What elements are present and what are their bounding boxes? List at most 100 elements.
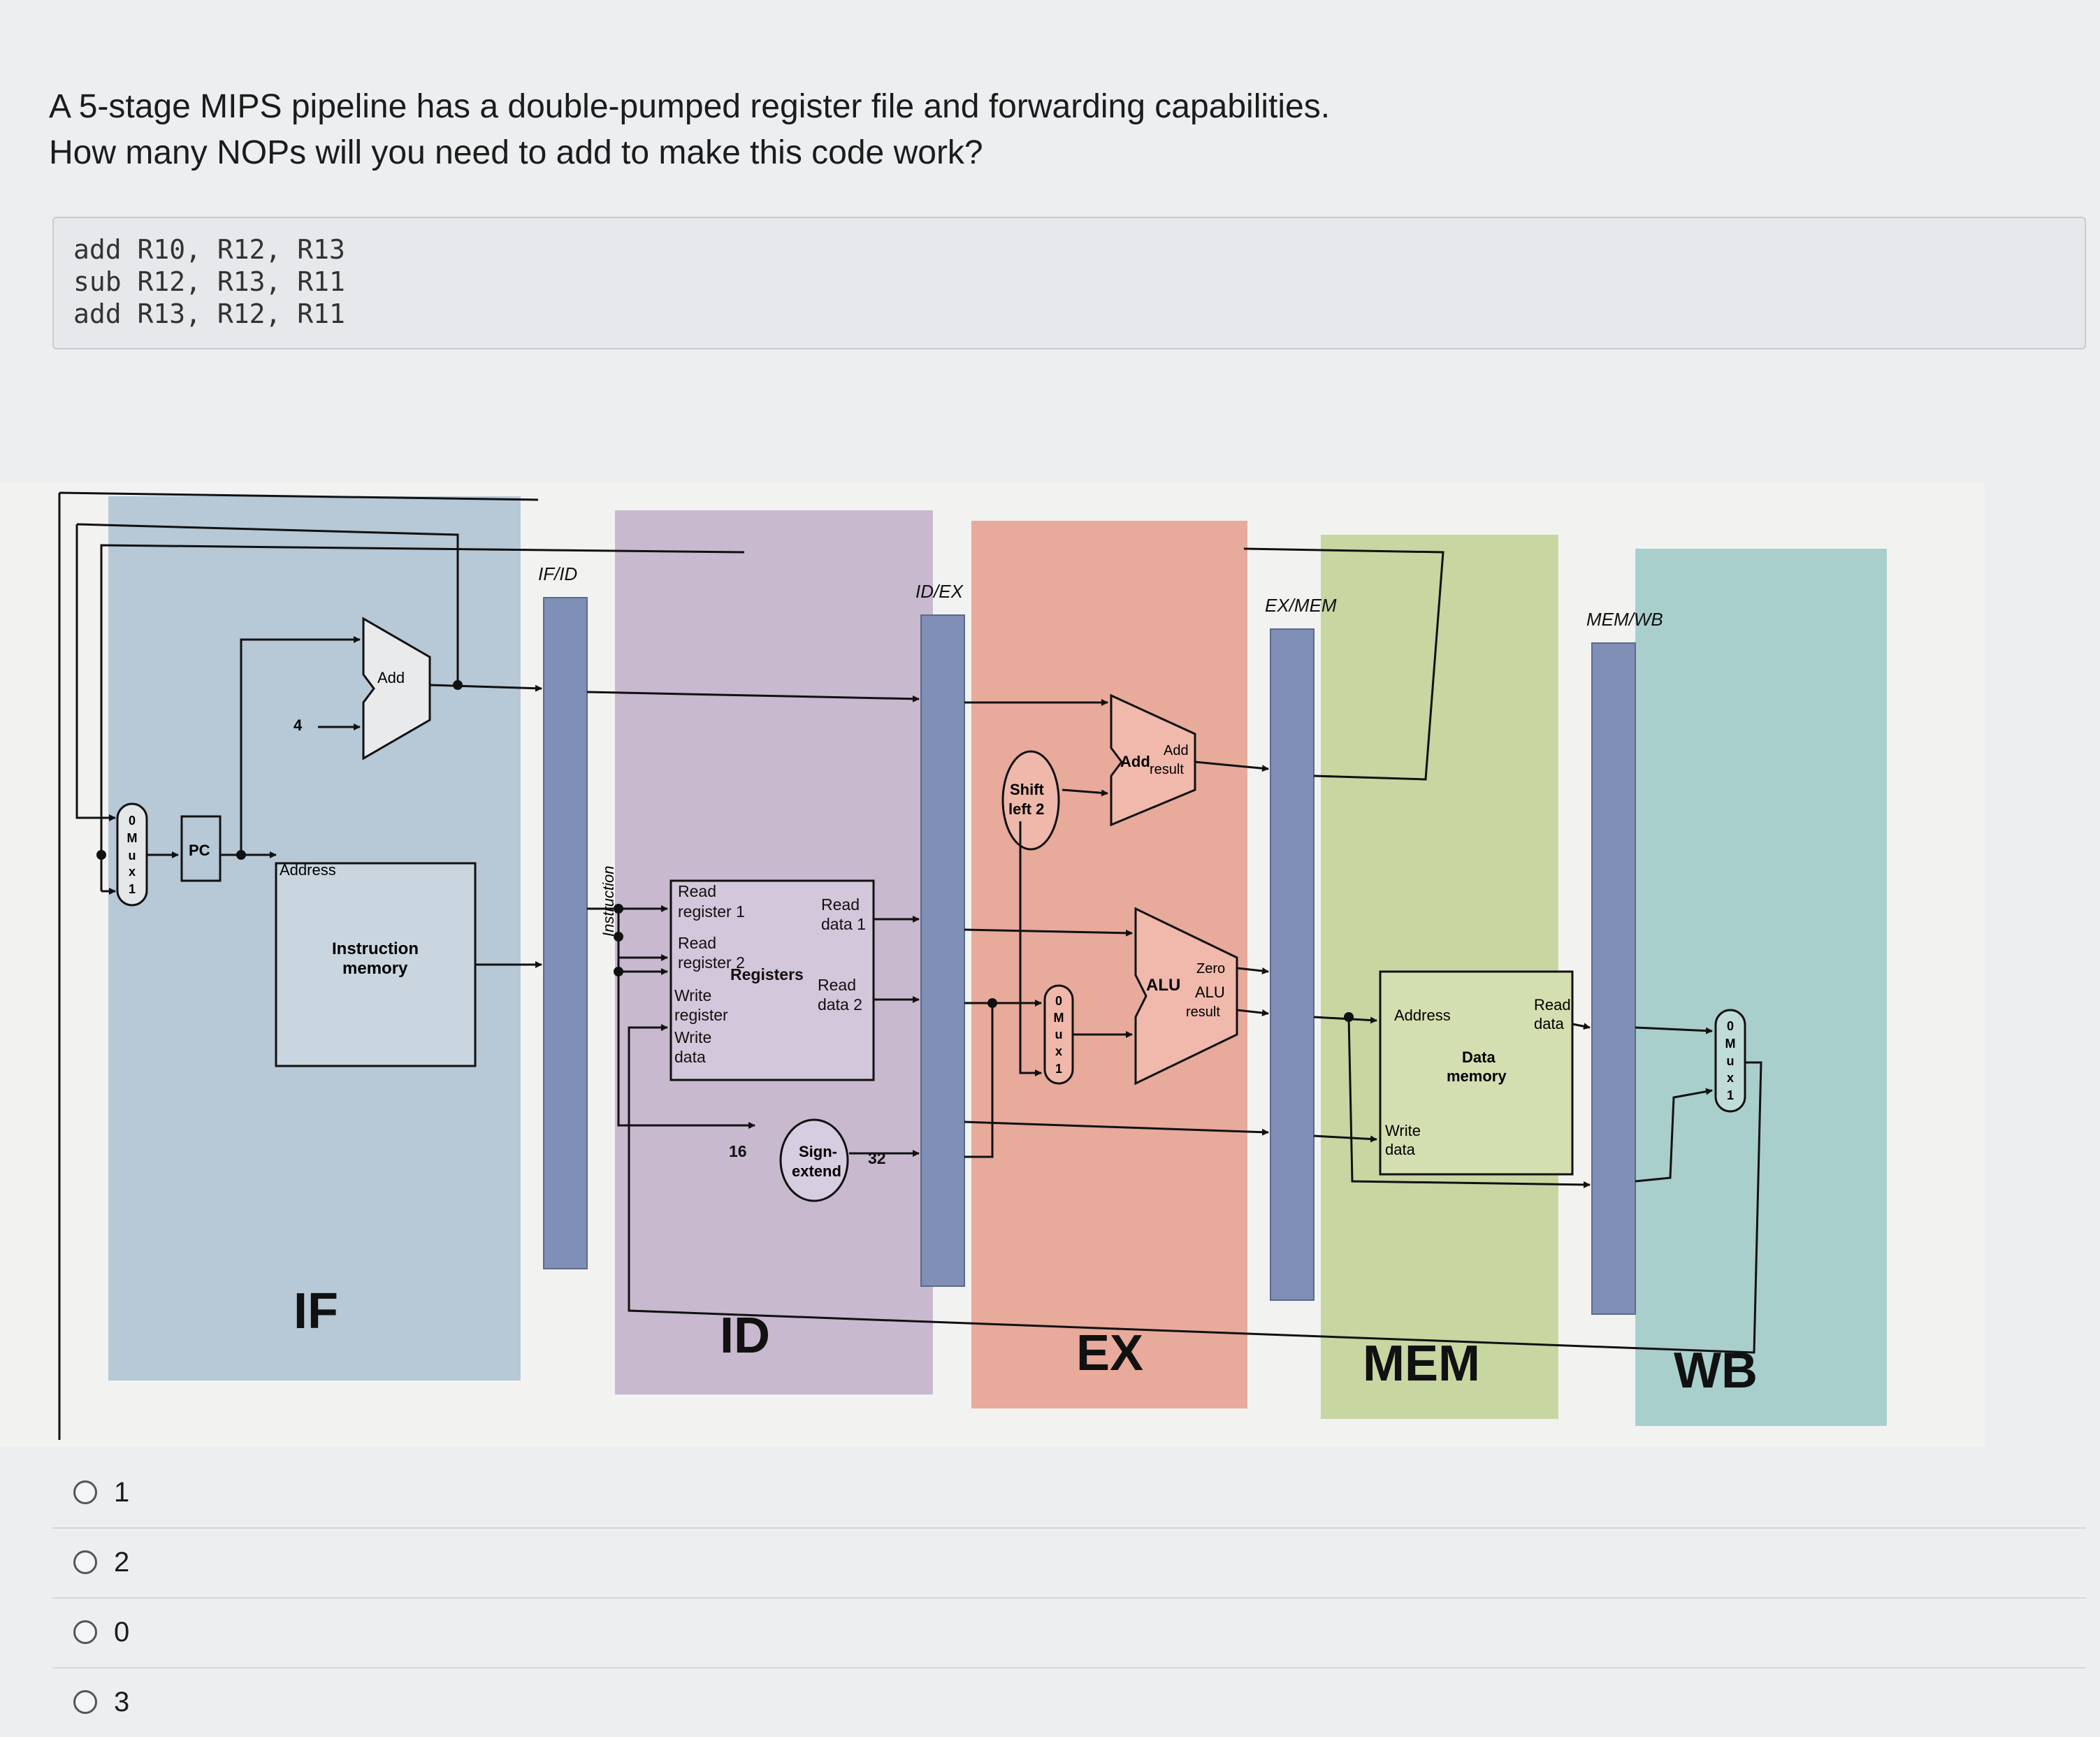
stage-wb-background xyxy=(1635,549,1887,1426)
svg-text:Registers: Registers xyxy=(730,965,804,983)
pipeline-diagram: IF/ID ID/EX EX/MEM MEM/WB IF ID EX MEM W… xyxy=(0,482,1985,1447)
svg-text:1: 1 xyxy=(129,882,136,896)
exmem-label: EX/MEM xyxy=(1265,595,1337,616)
ifid-label: IF/ID xyxy=(538,563,577,584)
option-1-label: 1 xyxy=(114,1476,130,1508)
option-4[interactable]: 3 xyxy=(73,1667,129,1737)
question-text: A 5-stage MIPS pipeline has a double-pum… xyxy=(49,84,1447,176)
alu-result-label-2: result xyxy=(1186,1004,1220,1020)
branch-result-label-1: Add xyxy=(1164,743,1189,758)
data-memory-write-1: Write xyxy=(1385,1122,1421,1139)
stage-ex-label: EX xyxy=(1076,1325,1143,1381)
code-block: add R10, R12, R13 sub R12, R13, R11 add … xyxy=(52,217,2086,349)
svg-text:Read: Read xyxy=(678,882,716,900)
instruction-memory-label-2: memory xyxy=(342,959,408,978)
svg-text:Write: Write xyxy=(674,1028,711,1046)
ifid-register xyxy=(543,597,588,1269)
pc-label: PC xyxy=(189,842,210,859)
stage-mem-label: MEM xyxy=(1363,1336,1480,1392)
svg-text:data: data xyxy=(674,1048,706,1066)
register-file xyxy=(669,879,875,1081)
data-memory-read-1: Read xyxy=(1534,996,1571,1014)
svg-text:x: x xyxy=(129,865,136,879)
data-memory-read-2: data xyxy=(1534,1015,1565,1032)
pc-mux: 0 M u x 1 xyxy=(116,802,148,907)
svg-text:data 1: data 1 xyxy=(821,915,866,933)
svg-text:M: M xyxy=(1054,1011,1064,1025)
memwb-label: MEM/WB xyxy=(1586,609,1663,630)
pc-adder xyxy=(362,617,431,761)
code-line-1: add R10, R12, R13 xyxy=(73,234,345,265)
svg-text:0: 0 xyxy=(1055,994,1062,1008)
data-memory-write-2: data xyxy=(1385,1141,1416,1158)
question-line-2: How many NOPs will you need to add to ma… xyxy=(49,134,983,171)
option-2-radio[interactable] xyxy=(73,1550,97,1574)
option-3-label: 0 xyxy=(114,1616,130,1648)
data-memory-label-2: memory xyxy=(1447,1067,1507,1085)
alu-mux: 0 M u x 1 xyxy=(1043,984,1074,1085)
svg-text:0: 0 xyxy=(129,814,136,828)
instruction-memory-label-1: Instruction xyxy=(332,939,419,958)
svg-text:1: 1 xyxy=(1727,1088,1734,1102)
option-2[interactable]: 2 xyxy=(73,1527,129,1597)
code-line-2: sub R12, R13, R11 xyxy=(73,266,345,297)
svg-text:register: register xyxy=(674,1006,728,1024)
option-3-radio[interactable] xyxy=(73,1620,97,1644)
svg-text:register 1: register 1 xyxy=(678,902,745,921)
wires xyxy=(58,491,1762,1440)
code-line-3: add R13, R12, R11 xyxy=(73,298,345,329)
alu-zero-label: Zero xyxy=(1196,961,1225,976)
svg-text:M: M xyxy=(1725,1037,1736,1051)
svg-text:register 2: register 2 xyxy=(678,953,745,972)
sign-extend-label-1: Sign- xyxy=(799,1143,837,1160)
idex-label: ID/EX xyxy=(915,581,964,602)
option-2-label: 2 xyxy=(114,1546,130,1578)
constant-four: 4 xyxy=(294,716,303,734)
branch-adder xyxy=(1110,693,1196,827)
stage-id-label: ID xyxy=(720,1308,770,1364)
alu-label: ALU xyxy=(1146,976,1180,995)
option-1-radio[interactable] xyxy=(73,1480,97,1504)
alu xyxy=(1134,907,1238,1086)
branch-adder-label: Add xyxy=(1120,753,1150,770)
alu-result-label-1: ALU xyxy=(1195,983,1225,1001)
instruction-bus-label: Instruction xyxy=(600,866,617,937)
memwb-register xyxy=(1591,642,1636,1315)
pc-register xyxy=(180,815,222,882)
separator-2 xyxy=(52,1597,2086,1599)
question-line-1: A 5-stage MIPS pipeline has a double-pum… xyxy=(49,88,1331,125)
shift-left-2 xyxy=(1001,750,1060,851)
svg-text:Read: Read xyxy=(818,976,856,994)
data-memory-address: Address xyxy=(1394,1007,1451,1024)
svg-text:u: u xyxy=(129,849,136,863)
svg-text:Write: Write xyxy=(674,986,711,1004)
svg-text:Read: Read xyxy=(821,895,860,914)
exmem-register xyxy=(1270,628,1315,1301)
svg-text:16: 16 xyxy=(729,1142,747,1160)
svg-text:u: u xyxy=(1055,1028,1063,1042)
answer-options: 1 2 0 3 xyxy=(73,1457,129,1737)
svg-text:u: u xyxy=(1727,1054,1735,1068)
option-3[interactable]: 0 xyxy=(73,1597,129,1667)
separator-1 xyxy=(52,1527,2086,1529)
svg-text:1: 1 xyxy=(1055,1062,1062,1076)
sign-extend xyxy=(779,1118,849,1202)
data-memory-label-1: Data xyxy=(1462,1048,1496,1066)
option-1[interactable]: 1 xyxy=(73,1457,129,1527)
svg-text:M: M xyxy=(127,831,138,845)
svg-text:0: 0 xyxy=(1727,1019,1734,1033)
pc-adder-label: Add xyxy=(377,669,405,686)
separator-3 xyxy=(52,1667,2086,1668)
stage-if-label: IF xyxy=(294,1283,338,1339)
branch-result-label-2: result xyxy=(1150,762,1184,777)
shift-label-1: Shift xyxy=(1010,781,1045,798)
data-memory xyxy=(1379,970,1574,1176)
option-4-label: 3 xyxy=(114,1686,130,1717)
option-4-radio[interactable] xyxy=(73,1690,97,1714)
idex-register xyxy=(920,614,965,1287)
shift-label-2: left 2 xyxy=(1008,800,1044,818)
sign-extend-label-2: extend xyxy=(792,1162,841,1180)
svg-text:x: x xyxy=(1055,1044,1062,1058)
svg-text:Read: Read xyxy=(678,934,716,952)
instruction-memory-address: Address xyxy=(280,861,336,879)
